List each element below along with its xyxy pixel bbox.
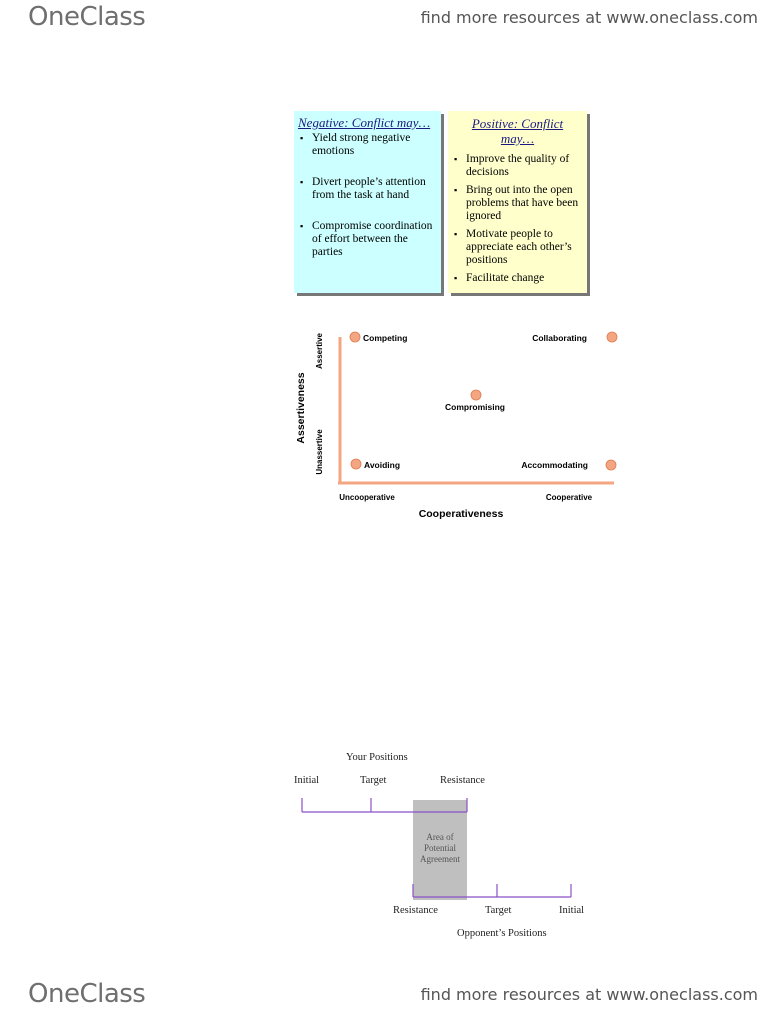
- opponents-positions-title: Opponent’s Positions: [457, 928, 547, 939]
- x-high-label: Cooperative: [546, 493, 593, 502]
- potential-agreement-label: Area of Potential Agreement: [420, 832, 460, 864]
- list-item: Compromise coordination of effort betwee…: [298, 220, 437, 259]
- negative-conflict-box: Negative: Conflict may… Yield strong neg…: [294, 111, 441, 293]
- potential-agreement-area: [413, 800, 467, 900]
- your-initial-label: Initial: [294, 775, 320, 786]
- opp-resistance-label: Resistance: [393, 905, 438, 916]
- accommodating-label: Accommodating: [521, 460, 588, 470]
- positive-conflict-box: Positive: Conflict may… Improve the qual…: [448, 111, 587, 293]
- logo-text: OneClass: [28, 979, 146, 1009]
- list-item: Bring out into the open problems that ha…: [452, 184, 583, 223]
- positive-list: Improve the quality of decisions Bring o…: [448, 153, 587, 285]
- logo-text: OneClass: [28, 2, 146, 32]
- competing-label: Competing: [363, 333, 407, 343]
- competing-dot: [349, 331, 361, 343]
- your-target-label: Target: [360, 775, 387, 786]
- compromising-label: Compromising: [445, 402, 505, 412]
- list-item: Improve the quality of decisions: [452, 153, 583, 179]
- list-item: Motivate people to appreciate each other…: [452, 228, 583, 267]
- negative-heading: Negative: Conflict may…: [298, 115, 431, 130]
- x-axis-title: Cooperativeness: [419, 508, 504, 520]
- list-item: Facilitate change: [452, 272, 583, 285]
- collaborating-label: Collaborating: [532, 333, 587, 343]
- avoiding-dot: [350, 458, 362, 470]
- negative-list: Yield strong negative emotions Divert pe…: [294, 132, 441, 259]
- promo-link[interactable]: find more resources at www.oneclass.com: [420, 8, 758, 27]
- list-item: Divert people’s attention from the task …: [298, 176, 437, 202]
- oneclass-logo[interactable]: OneClass: [28, 2, 146, 32]
- y-axis-title: Assertiveness: [295, 372, 307, 443]
- compromising-dot: [470, 389, 482, 401]
- y-low-label: Unassertive: [315, 429, 324, 475]
- avoiding-label: Avoiding: [364, 460, 400, 470]
- y-high-label: Assertive: [315, 332, 324, 369]
- oneclass-logo-footer[interactable]: OneClass: [28, 979, 146, 1009]
- opp-target-label: Target: [485, 905, 512, 916]
- your-positions-title: Your Positions: [346, 752, 408, 763]
- your-resistance-label: Resistance: [440, 775, 485, 786]
- list-item: Yield strong negative emotions: [298, 132, 437, 158]
- promo-link-footer[interactable]: find more resources at www.oneclass.com: [420, 985, 758, 1004]
- positive-heading: Positive: Conflict may…: [471, 116, 564, 146]
- accommodating-dot: [605, 459, 617, 471]
- x-low-label: Uncooperative: [339, 493, 395, 502]
- collaborating-dot: [606, 331, 618, 343]
- opp-initial-label: Initial: [559, 905, 585, 916]
